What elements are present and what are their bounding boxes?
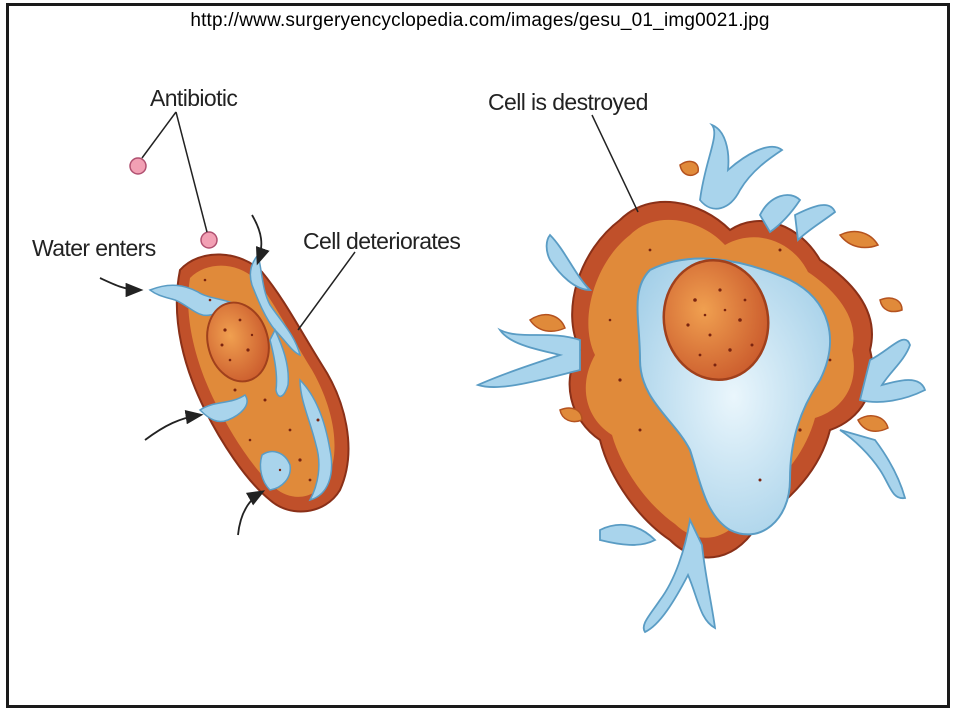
water-tendril <box>839 429 907 499</box>
antibiotic-molecule <box>129 157 147 175</box>
water-arrow <box>144 410 204 441</box>
cytoplasm-granules <box>608 248 832 482</box>
water-arrow <box>237 490 266 536</box>
water-channel <box>299 378 333 502</box>
label-cell-deteriorates: Cell deteriorates <box>303 228 460 254</box>
water-channel <box>259 450 291 491</box>
water-channel <box>269 328 290 397</box>
image-frame <box>6 3 950 708</box>
cell-fragment <box>528 313 566 333</box>
destroyed-leader-line <box>591 114 639 213</box>
destroyed-cell <box>475 122 927 634</box>
cell-fragment <box>838 230 880 249</box>
cell-nucleus <box>662 258 770 382</box>
antibiotic-leader-line <box>175 111 208 233</box>
nucleus-granules <box>686 288 754 367</box>
water-channel <box>198 393 248 423</box>
water-tendril <box>758 194 802 234</box>
cytoplasm-granules <box>203 278 320 482</box>
water-tendril <box>475 327 581 388</box>
cell-fragment <box>879 297 903 313</box>
water-arrow <box>99 277 144 298</box>
water-arrow <box>251 214 270 266</box>
deteriorating-cell <box>148 253 350 513</box>
source-url: http://www.surgeryencyclopedia.com/image… <box>190 10 770 31</box>
water-channel <box>249 253 302 357</box>
water-tendril <box>794 204 837 242</box>
water-tendril <box>599 523 657 546</box>
antibiotic-molecule <box>200 231 218 249</box>
water-tendril <box>642 517 717 634</box>
water-tendril <box>699 122 784 210</box>
water-tendril <box>858 338 927 403</box>
label-cell-destroyed: Cell is destroyed <box>488 89 648 115</box>
label-water-enters: Water enters <box>32 235 156 261</box>
label-antibiotic: Antibiotic <box>150 85 237 111</box>
deteriorates-leader-line <box>297 251 356 331</box>
cell-fragment <box>679 160 699 177</box>
cell-fragment <box>857 415 889 433</box>
cell-nucleus <box>206 301 270 383</box>
water-tendril <box>545 233 593 291</box>
cell-fragment <box>559 407 583 423</box>
antibiotic-leader-line <box>141 111 177 159</box>
